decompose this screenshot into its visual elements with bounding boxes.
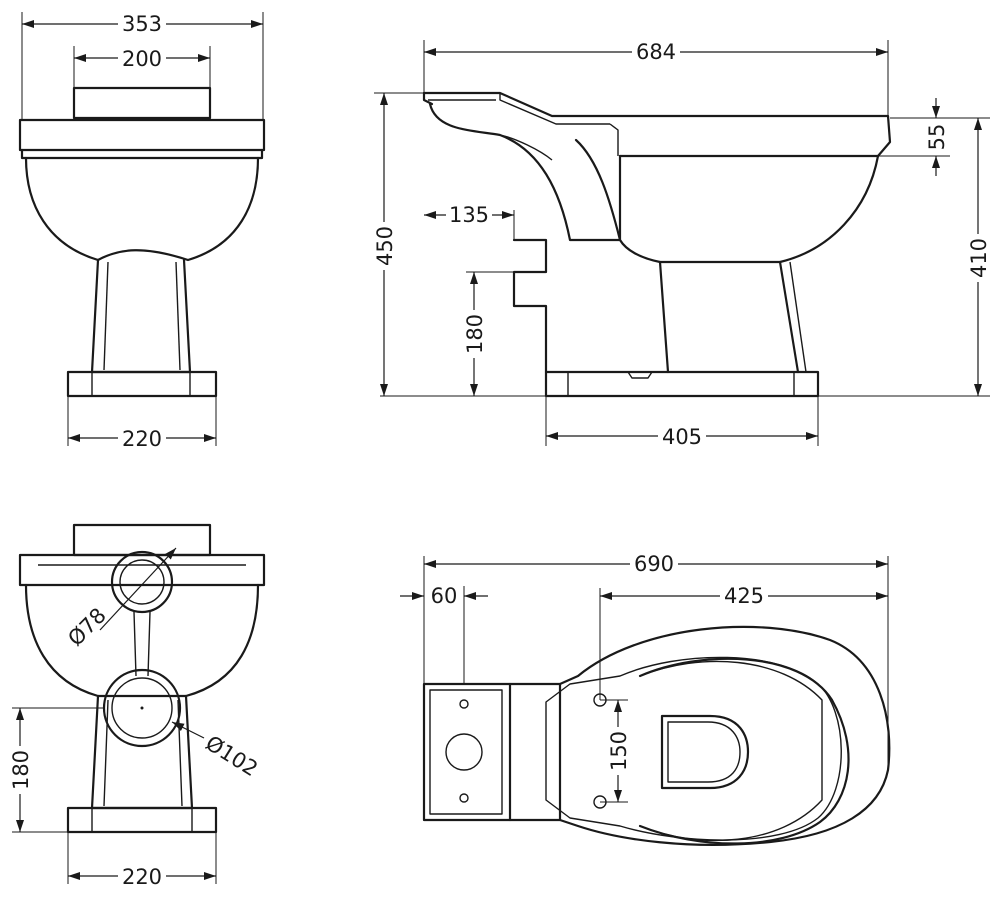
dim-side-pan-height: 410 — [967, 238, 991, 278]
side-dimensions: 684 55 450 135 180 410 405 — [372, 38, 992, 450]
dim-rear-base-width: 220 — [122, 865, 162, 889]
dim-plan-fixing-spacing: 150 — [607, 731, 631, 771]
front-dimensions: 353 200 220 — [21, 10, 264, 452]
dim-side-total-height: 450 — [373, 226, 397, 266]
dim-front-base-width: 220 — [122, 427, 162, 451]
dim-rear-outlet-height: 180 — [9, 750, 33, 790]
dim-side-base-length: 405 — [662, 425, 702, 449]
dim-rear-inlet-diameter: Ø78 — [63, 603, 111, 651]
front-view — [18, 86, 266, 398]
dim-plan-wall-gap: 60 — [431, 584, 458, 608]
dim-side-outlet-height: 180 — [463, 314, 487, 354]
dim-front-cistern-width: 200 — [122, 47, 162, 71]
dim-side-overall-length: 684 — [636, 40, 676, 64]
plan-dimensions: 690 60 425 150 — [400, 550, 889, 803]
dim-plan-overall-length: 690 — [634, 552, 674, 576]
plan-view — [422, 625, 891, 846]
rear-view — [18, 523, 266, 834]
rear-dimensions: Ø78 Ø102 180 220 — [8, 547, 262, 889]
dim-side-outlet-setback: 135 — [449, 203, 489, 227]
dim-rear-outlet-diameter: Ø102 — [201, 731, 262, 781]
dim-front-top-width: 353 — [122, 12, 162, 36]
dim-plan-pan-length: 425 — [724, 584, 764, 608]
dim-side-rim-height: 55 — [925, 124, 949, 151]
